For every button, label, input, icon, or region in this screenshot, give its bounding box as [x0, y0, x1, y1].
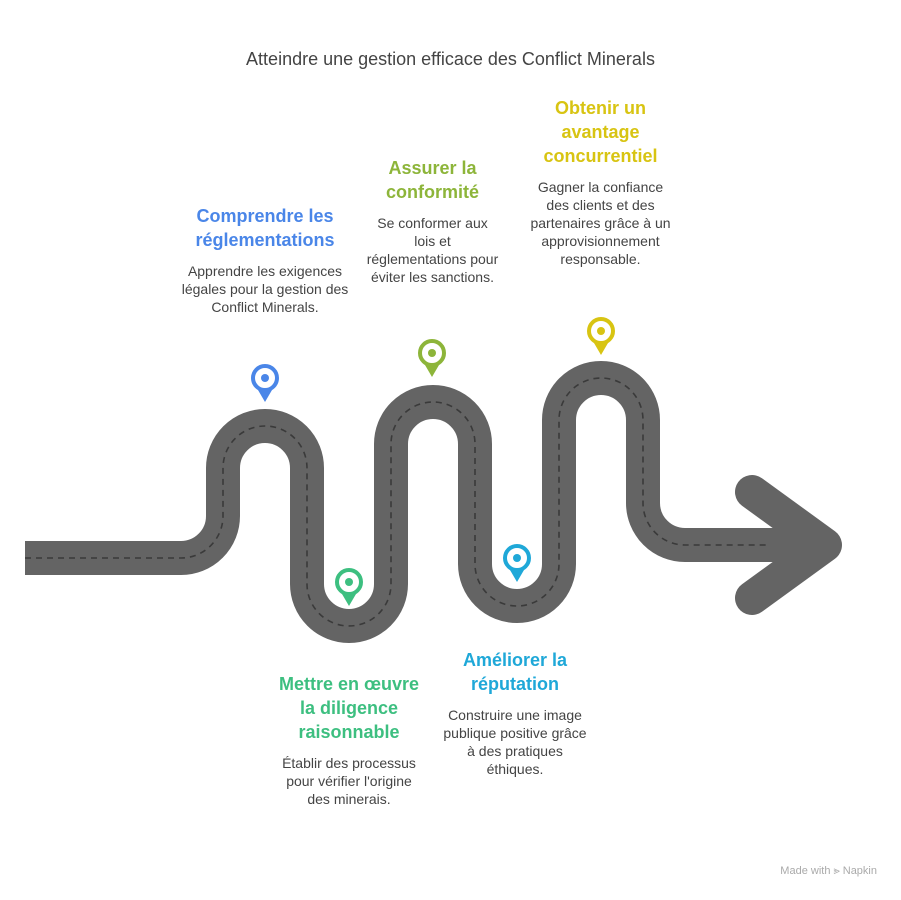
step-1: Comprendre les réglementations Apprendre…	[180, 204, 350, 316]
step-description: Gagner la confiance des clients et des p…	[530, 179, 671, 267]
step-description: Apprendre les exigences légales pour la …	[181, 263, 349, 315]
napkin-watermark: Made with ⪢ Napkin	[780, 865, 877, 877]
road-center-dashes	[25, 377, 770, 627]
step-3: Assurer la conformité Se conformer aux l…	[365, 156, 500, 286]
step-title: Assurer la conformité	[385, 158, 479, 202]
road-path	[25, 361, 820, 643]
pin-icon	[418, 339, 446, 377]
step-2: Mettre en œuvre la diligence raisonnable…	[278, 672, 420, 808]
arrow-head	[735, 475, 842, 615]
diagram-title: Atteindre une gestion efficace des Confl…	[246, 49, 655, 69]
step-description: Construire une image publique positive g…	[443, 707, 587, 777]
pin-icon	[503, 544, 531, 582]
step-title: Comprendre les réglementations	[195, 206, 335, 250]
pin-icon	[335, 568, 363, 606]
step-title: Obtenir un avantage concurrentiel	[543, 98, 658, 166]
step-5: Obtenir un avantage concurrentiel Gagner…	[528, 96, 673, 268]
step-title: Améliorer la réputation	[462, 650, 568, 694]
pin-icon	[587, 317, 615, 355]
step-description: Se conformer aux lois et réglementations…	[366, 215, 499, 285]
pin-icon	[251, 364, 279, 402]
step-description: Établir des processus pour vérifier l'or…	[282, 755, 416, 807]
step-title: Mettre en œuvre la diligence raisonnable	[278, 674, 420, 742]
step-4: Améliorer la réputation Construire une i…	[440, 648, 590, 778]
